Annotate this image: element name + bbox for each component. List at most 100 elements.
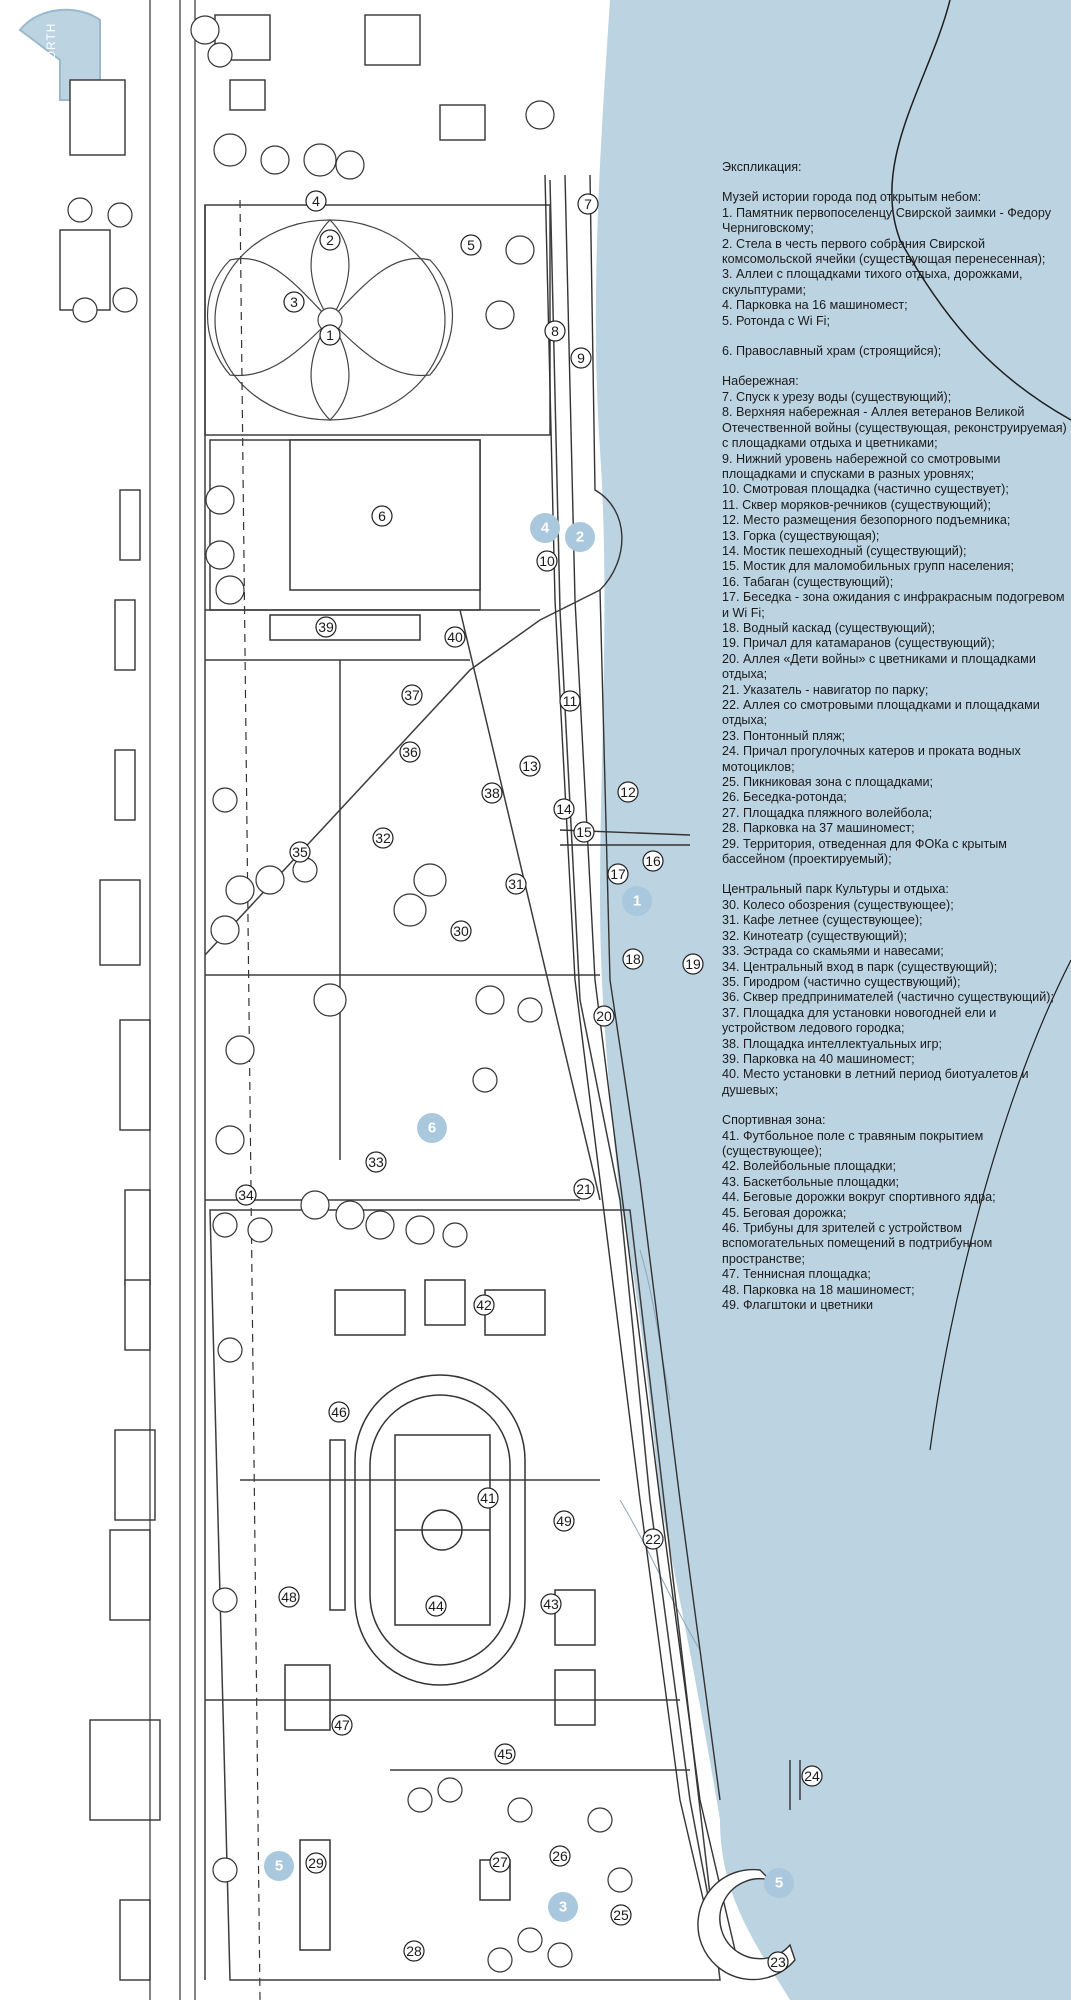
plan-label-circle <box>371 505 393 527</box>
plan-label: 13 <box>522 758 538 774</box>
zone-markers: 1 2 3 4 5 5 6 <box>264 513 794 1922</box>
river-water <box>595 0 1071 2000</box>
legend-item: 43. Баскетбольные площадки; <box>722 1174 900 1189</box>
plan-label-circle <box>682 953 704 975</box>
plan-label: 46 <box>331 1404 347 1420</box>
svg-text:6: 6 <box>428 1120 436 1137</box>
legend-item: 5. Ротонда с Wi Fi; <box>722 313 830 328</box>
city-blocks <box>59 14 486 1981</box>
legend-item: 2. Стела в честь первого собрания Свирск… <box>722 236 1046 267</box>
plan-label-circle <box>617 781 639 803</box>
legend-item: 20. Аллея «Дети войны» с цветниками и пл… <box>722 651 1036 682</box>
legend-item: 32. Кинотеатр (существующий); <box>722 928 908 943</box>
legend-item: 19. Причал для катамаранов (существующий… <box>722 636 995 651</box>
plan-label: 24 <box>804 1768 820 1784</box>
plan-label-circle <box>235 1184 257 1206</box>
plan-label: 32 <box>375 830 391 846</box>
plan-label: 36 <box>402 744 418 760</box>
plan-label: 28 <box>406 1943 422 1959</box>
plan-label: 18 <box>625 951 641 967</box>
svg-text:5: 5 <box>275 1858 283 1875</box>
legend-item: 49. Флагштоки и цветники <box>722 1298 874 1313</box>
plan-label-circle <box>278 1586 300 1608</box>
legend-title: Экспликация: <box>722 160 802 174</box>
plan-label-circle <box>622 948 644 970</box>
legend-item: 9. Нижний уровень набережной со смотровы… <box>722 451 1001 481</box>
legend-item: 22. Аллея со смотровыми площадками и пло… <box>722 698 1040 728</box>
plan-label: 25 <box>613 1907 629 1923</box>
svg-text:2: 2 <box>576 529 584 546</box>
legend-item: 13. Горка (существующая); <box>722 528 880 543</box>
plan-label-circle <box>577 193 599 215</box>
legend-item: 46. Трибуны для зрителей с устройством в… <box>722 1221 993 1266</box>
plan-label: 22 <box>645 1531 661 1547</box>
plan-label: 5 <box>467 237 475 253</box>
zone-marker-5b <box>764 1868 794 1898</box>
plan-label: 45 <box>497 1746 513 1762</box>
plan-label: 21 <box>576 1181 592 1197</box>
legend-item: 10. Смотровая площадка (частично существ… <box>722 482 1009 497</box>
far-shore-2 <box>929 959 1071 1451</box>
legend-item: 3. Аллеи с площадками тихого отдыха, дор… <box>722 267 1023 297</box>
plan-label-circle <box>549 1845 571 1867</box>
legend-item: 17. Беседка - зона ожидания с инфракрасн… <box>722 590 1065 620</box>
promenade <box>544 174 801 1981</box>
plan-label-circle <box>553 798 575 820</box>
legend-item: 48. Парковка на 18 машиномест; <box>722 1282 915 1297</box>
plan-label-circle <box>289 841 311 863</box>
legend-item: 1. Памятник первопоселенцу Свирской заим… <box>722 205 1052 236</box>
plan-label: 39 <box>318 619 334 635</box>
legend-item: 7. Спуск к урезу воды (существующий); <box>722 389 952 404</box>
plan-label: 49 <box>556 1513 572 1529</box>
plan-label: 14 <box>556 801 572 817</box>
compass-label: NORTH <box>44 22 58 70</box>
legend-item: 29. Территория, отведенная для ФОКа с кр… <box>722 836 1007 867</box>
plan-label-circle <box>573 821 595 843</box>
legend-item: 4. Парковка на 16 машиномест; <box>722 298 908 313</box>
plan-label-circle <box>642 850 664 872</box>
plan-label-circle <box>403 1940 425 1962</box>
plan-label: 30 <box>453 923 469 939</box>
plan-label-circle <box>315 616 337 638</box>
plan-label-circle <box>494 1743 516 1765</box>
legend-item: 42. Волейбольные площадки; <box>722 1159 896 1174</box>
legend-item: 40. Место установки в летний период биот… <box>722 1067 1029 1097</box>
plan-label-circle <box>425 1595 447 1617</box>
legend: Экспликация: Музей истории города под от… <box>722 160 1067 1313</box>
plan-label-circle <box>559 690 581 712</box>
plan-label-circle <box>365 1151 387 1173</box>
zone-marker-3 <box>548 1892 578 1922</box>
plan-label: 11 <box>563 693 578 709</box>
svg-text:4: 4 <box>541 520 550 537</box>
zone-marker-6 <box>417 1113 447 1143</box>
plan-label-circle <box>553 1510 575 1532</box>
legend-item: 31. Кафе летнее (существующее); <box>722 913 923 928</box>
plan-label-circle <box>477 1487 499 1509</box>
legend-item: 14. Мостик пешеходный (существующий); <box>722 543 967 558</box>
svg-text:3: 3 <box>559 1899 567 1916</box>
plan-label: 34 <box>238 1187 254 1203</box>
plan-label-circle <box>570 347 592 369</box>
far-shore <box>891 0 1071 421</box>
legend-item: 26. Беседка-ротонда; <box>722 790 847 805</box>
legend-body: Музей истории города под открытым небом:… <box>722 190 1067 1313</box>
museum-garden <box>206 219 454 421</box>
plan-label: 26 <box>552 1848 568 1864</box>
plan-label: 10 <box>539 553 555 569</box>
plan-label: 4 <box>312 193 320 209</box>
plan-label-circle <box>401 684 423 706</box>
legend-item: 16. Табаган (существующий); <box>722 574 894 589</box>
legend-item: 27. Площадка пляжного волейбола; <box>722 805 933 820</box>
plan-label: 8 <box>551 323 559 339</box>
plan-label-circle <box>305 190 327 212</box>
legend-item: 23. Понтонный пляж; <box>722 728 846 743</box>
plan-label-circle <box>801 1765 823 1787</box>
legend-item: 33. Эстрада со скамьями и навесами; <box>722 944 944 959</box>
plan-label: 9 <box>577 350 585 366</box>
plan-label: 35 <box>292 844 308 860</box>
plan-label: 43 <box>543 1596 559 1612</box>
legend-section-heading: Спортивная зона: <box>722 1113 826 1128</box>
legend-item: 44. Беговые дорожки вокруг спортивного я… <box>722 1190 996 1205</box>
